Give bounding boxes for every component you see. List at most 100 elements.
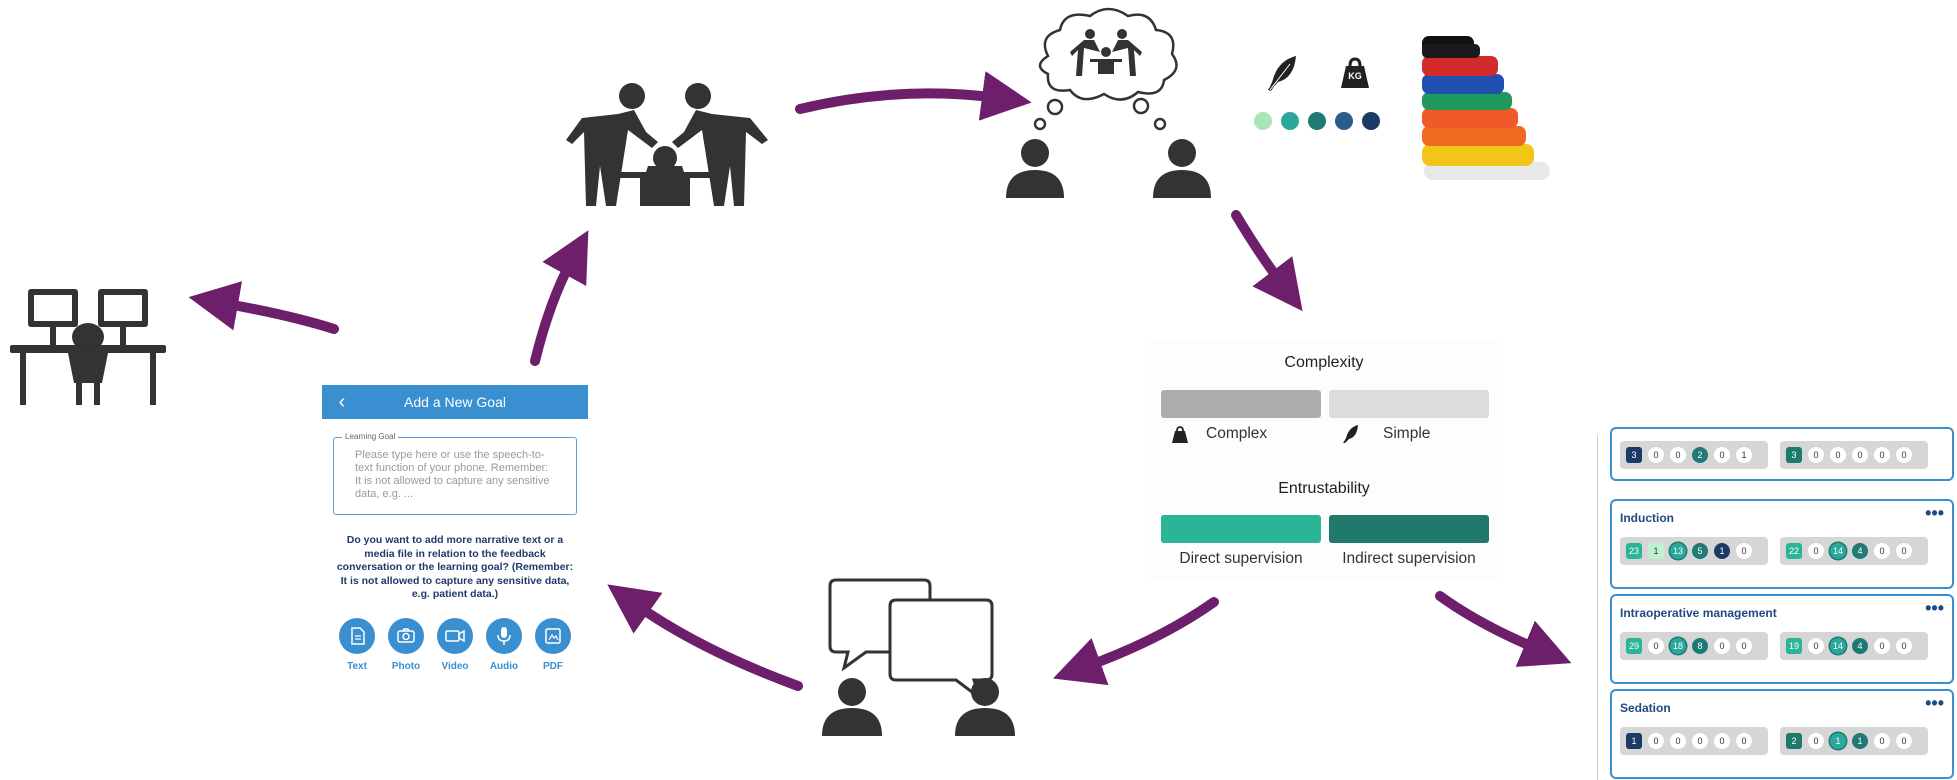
- audio-button-label: Audio: [489, 661, 519, 672]
- score-chip: 19: [1786, 638, 1802, 654]
- score-chip: 0: [1874, 543, 1890, 559]
- skill-card-title: Intraoperative management: [1620, 606, 1777, 620]
- microphone-icon: [497, 627, 511, 645]
- score-chip: 18: [1670, 638, 1686, 654]
- more-options-icon[interactable]: •••: [1925, 693, 1944, 713]
- audio-button[interactable]: [486, 618, 522, 654]
- supervision-icon: [566, 83, 768, 206]
- score-chip: 0: [1874, 447, 1890, 463]
- indirect-supervision-bar[interactable]: [1329, 515, 1489, 543]
- score-chip: 0: [1896, 638, 1912, 654]
- direct-supervision-label: Direct supervision: [1179, 550, 1303, 567]
- conversation-icon: [822, 578, 1015, 736]
- score-chip: 0: [1736, 543, 1752, 559]
- kg-weight-icon: KG: [1340, 57, 1370, 89]
- more-options-icon[interactable]: •••: [1925, 503, 1944, 523]
- photo-button[interactable]: [388, 618, 424, 654]
- thinking-icon: [1006, 7, 1211, 198]
- media-prompt-text: Do you want to add more narrative text o…: [336, 534, 574, 600]
- complex-bar[interactable]: [1161, 390, 1321, 418]
- scale-dot: [1281, 112, 1299, 130]
- score-chip: 0: [1830, 447, 1846, 463]
- score-chip: 0: [1670, 733, 1686, 749]
- score-chip: 14: [1830, 638, 1846, 654]
- text-button-label: Text: [347, 661, 367, 672]
- score-chip: 0: [1714, 638, 1730, 654]
- score-chip: 0: [1714, 733, 1730, 749]
- scale-dot: [1254, 112, 1272, 130]
- workstation-icon: [10, 289, 166, 405]
- score-chip: 8: [1692, 638, 1708, 654]
- learning-goal-placeholder: Please type here or use the speech-to-te…: [355, 449, 550, 500]
- score-chip: 0: [1852, 447, 1868, 463]
- dashboard-divider: [1597, 435, 1598, 780]
- arrow-to-phone: [607, 584, 803, 691]
- direct-supervision-bar[interactable]: [1161, 515, 1321, 543]
- score-chip: 0: [1896, 543, 1912, 559]
- score-chip: 0: [1808, 543, 1824, 559]
- score-chip: 1: [1648, 543, 1664, 559]
- belt-stack-image: [1422, 36, 1550, 180]
- score-chip: 0: [1896, 733, 1912, 749]
- arrow-right-down: [1231, 210, 1303, 312]
- pdf-button-label: PDF: [543, 661, 563, 672]
- arrow-to-dashboard: [1435, 591, 1572, 667]
- score-chip: 13: [1670, 543, 1686, 559]
- score-chip: 0: [1808, 447, 1824, 463]
- score-chip: 0: [1648, 638, 1664, 654]
- arrow-to-conversation: [1053, 597, 1219, 686]
- score-chip: 14: [1830, 543, 1846, 559]
- entrustability-title: Entrustability: [1278, 480, 1370, 497]
- scale-dot: [1308, 112, 1326, 130]
- kg-weight-icon: [1172, 426, 1188, 443]
- score-chip: 29: [1626, 638, 1642, 654]
- score-chip: 0: [1736, 638, 1752, 654]
- back-icon[interactable]: ‹: [338, 391, 346, 413]
- photo-button-label: Photo: [391, 661, 421, 672]
- score-chip: 0: [1692, 733, 1708, 749]
- score-chip: 2: [1692, 447, 1708, 463]
- video-button-label: Video: [441, 661, 469, 672]
- text-button[interactable]: [339, 618, 375, 654]
- score-chip: 1: [1852, 733, 1868, 749]
- simple-bar[interactable]: [1329, 390, 1489, 418]
- feather-icon: [1268, 56, 1296, 91]
- learning-goal-input[interactable]: [333, 437, 577, 515]
- simple-label: Simple: [1383, 425, 1431, 442]
- complexity-scale: [1254, 112, 1394, 132]
- feather-icon: [1343, 425, 1358, 443]
- kg-weight-label: KG: [1348, 71, 1362, 81]
- arrow-top: [795, 71, 1032, 121]
- more-options-icon[interactable]: •••: [1925, 598, 1944, 618]
- pdf-button[interactable]: [535, 618, 571, 654]
- indirect-supervision-label: Indirect supervision: [1342, 550, 1476, 567]
- score-chip: 5: [1692, 543, 1708, 559]
- score-chip: 23: [1626, 543, 1642, 559]
- video-icon: [445, 629, 465, 643]
- score-chip: 0: [1874, 638, 1890, 654]
- score-chip: 0: [1670, 447, 1686, 463]
- skill-card-title: Sedation: [1620, 701, 1671, 715]
- score-chip: 0: [1714, 447, 1730, 463]
- video-button[interactable]: [437, 618, 473, 654]
- learning-goal-label: Learning Goal: [342, 432, 399, 441]
- skill-card-title: Induction: [1620, 511, 1674, 525]
- complexity-title: Complexity: [1284, 354, 1364, 371]
- score-chip: 0: [1808, 733, 1824, 749]
- score-chip: 0: [1896, 447, 1912, 463]
- goal-header: ‹ Add a New Goal: [322, 385, 588, 419]
- pdf-icon: [545, 628, 561, 644]
- score-chip: 1: [1736, 447, 1752, 463]
